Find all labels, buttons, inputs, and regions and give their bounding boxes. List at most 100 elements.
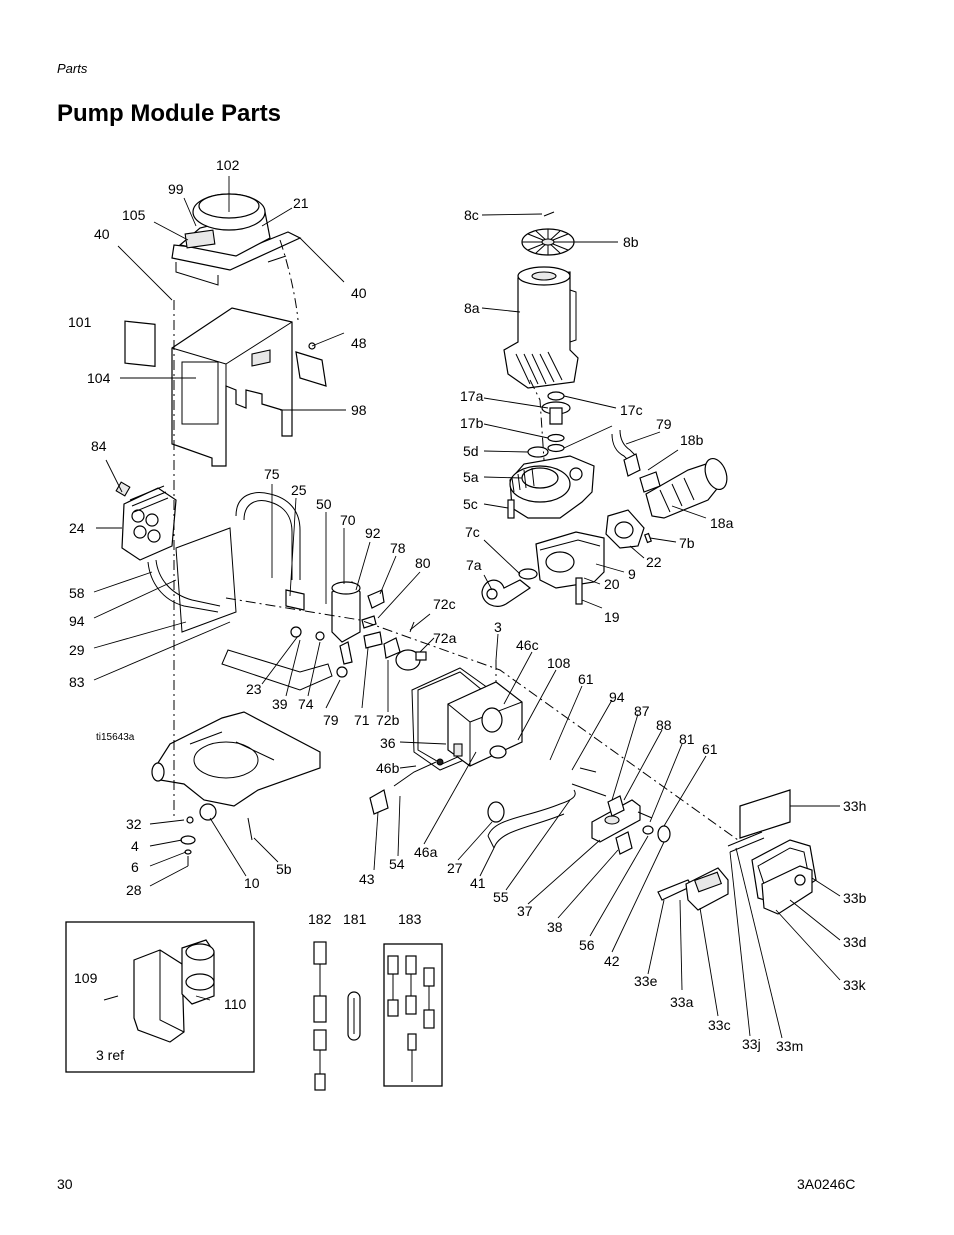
- callout-18a: 18a: [710, 515, 734, 531]
- document-number: 3A0246C: [797, 1176, 856, 1192]
- callout-87: 87: [634, 703, 650, 719]
- callout-29: 29: [69, 642, 85, 658]
- pump-shroud-frame-part: [171, 307, 293, 467]
- page-title: Pump Module Parts: [57, 100, 282, 127]
- bracket-48-part: [295, 342, 327, 387]
- harness-41-part: [487, 789, 576, 849]
- callout-8b: 8b: [623, 234, 639, 250]
- callout-101: 101: [68, 314, 92, 330]
- callout-9: 9: [628, 566, 636, 582]
- inset-box-adapters-183: [383, 943, 443, 1087]
- callout-50: 50: [316, 496, 332, 512]
- callout-99: 99: [168, 181, 184, 197]
- callout-27: 27: [447, 860, 463, 876]
- callout-58: 58: [69, 585, 85, 601]
- cord-182-part: [313, 941, 327, 1091]
- motor-8a-part: [503, 266, 579, 389]
- control-box-3-part: [447, 681, 523, 767]
- callout-3-ref: 3 ref: [96, 1047, 124, 1063]
- callout-72c: 72c: [433, 596, 456, 612]
- callout-46c: 46c: [516, 637, 539, 653]
- callout-109: 109: [74, 970, 98, 986]
- callout-74: 74: [298, 696, 314, 712]
- page-section-label: Parts: [57, 61, 88, 76]
- callout-17c: 17c: [620, 402, 643, 418]
- callout-7b: 7b: [679, 535, 695, 551]
- callout-43: 43: [359, 871, 375, 887]
- pressure-control-assembly-part: [331, 581, 427, 678]
- callout-79-left: 79: [323, 712, 339, 728]
- callout-5c: 5c: [463, 496, 478, 512]
- callout-4: 4: [131, 838, 139, 854]
- callout-8a: 8a: [464, 300, 480, 316]
- callout-94-left: 94: [69, 613, 85, 629]
- callout-17a: 17a: [460, 388, 484, 404]
- figure-id: ti15643a: [96, 732, 135, 743]
- callout-98: 98: [351, 402, 367, 418]
- callout-78: 78: [390, 540, 406, 556]
- control-board-24-part: [115, 481, 177, 561]
- fan-8b-part: [521, 211, 575, 256]
- callout-33h: 33h: [843, 798, 866, 814]
- callout-33c: 33c: [708, 1017, 731, 1033]
- base-cart-part: [151, 711, 321, 821]
- alignment-lines: [173, 239, 739, 841]
- cart-handle-frame-part: [147, 492, 333, 691]
- switch-plate-37-part: [571, 783, 671, 855]
- callout-105: 105: [122, 207, 146, 223]
- callout-40-left: 40: [94, 226, 110, 242]
- callout-46b: 46b: [376, 760, 400, 776]
- callout-6: 6: [131, 859, 139, 875]
- callout-183: 183: [398, 911, 422, 927]
- callout-56: 56: [579, 937, 595, 953]
- callout-80: 80: [415, 555, 431, 571]
- callout-33k: 33k: [843, 977, 867, 993]
- callout-3: 3: [494, 619, 502, 635]
- callout-81: 81: [679, 731, 695, 747]
- label-101-part: [124, 320, 156, 367]
- hose-fitting-79-part: [611, 429, 641, 477]
- leader-lines: [93, 176, 841, 1039]
- callout-7a: 7a: [466, 557, 482, 573]
- strap-181-part: [347, 991, 361, 1041]
- callout-7c: 7c: [465, 524, 480, 540]
- callout-72a: 72a: [433, 630, 457, 646]
- callout-48: 48: [351, 335, 367, 351]
- gear-set-17-part: [527, 391, 571, 458]
- callout-33d: 33d: [843, 934, 866, 950]
- callout-21: 21: [293, 195, 309, 211]
- callout-38: 38: [547, 919, 563, 935]
- callout-46a: 46a: [414, 844, 438, 860]
- callout-33a: 33a: [670, 994, 694, 1010]
- pump-cylinder-18-part: [639, 457, 728, 519]
- callout-83: 83: [69, 674, 85, 690]
- gear-housing-5a-part: [507, 455, 595, 519]
- bearing-plate-22-part: [605, 509, 653, 549]
- callout-33j: 33j: [742, 1036, 761, 1052]
- callout-84: 84: [91, 438, 107, 454]
- callout-54: 54: [389, 856, 405, 872]
- callout-94-right: 94: [609, 689, 625, 705]
- callout-33e: 33e: [634, 973, 658, 989]
- callout-5b: 5b: [276, 861, 292, 877]
- callout-61-top: 61: [578, 671, 594, 687]
- callout-39: 39: [272, 696, 288, 712]
- callout-71: 71: [354, 712, 370, 728]
- callout-61-right: 61: [702, 741, 718, 757]
- callout-41: 41: [470, 875, 486, 891]
- callout-108: 108: [547, 655, 571, 671]
- callout-33b: 33b: [843, 890, 867, 906]
- callout-182: 182: [308, 911, 332, 927]
- callout-23: 23: [246, 681, 262, 697]
- pump-rod-housing-part: [481, 531, 605, 607]
- callout-37: 37: [517, 903, 533, 919]
- callout-labels: 102 99 21 105 40 40 101 48 104 98 84 24 …: [68, 157, 867, 1063]
- callout-42: 42: [604, 953, 620, 969]
- callout-5a: 5a: [463, 469, 479, 485]
- callout-28: 28: [126, 882, 142, 898]
- callout-72b: 72b: [376, 712, 400, 728]
- callout-20: 20: [604, 576, 620, 592]
- callout-104: 104: [87, 370, 111, 386]
- callout-19: 19: [604, 609, 620, 625]
